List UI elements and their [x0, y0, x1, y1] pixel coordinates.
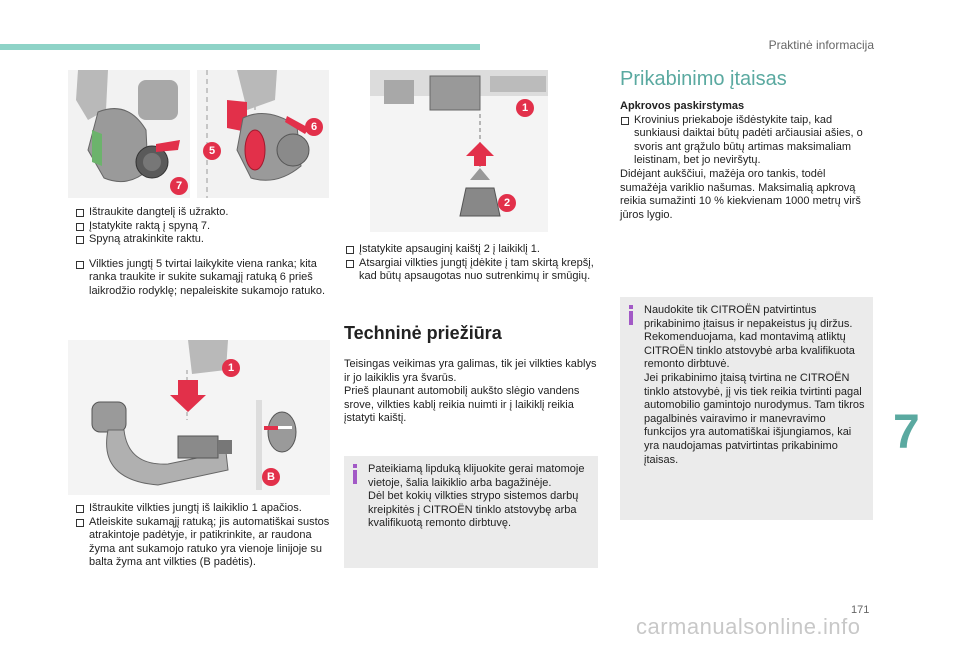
- info-box-approved-devices-text: Naudokite tik CITROËN patvirtintus prika…: [644, 304, 865, 466]
- callout-badge-1: 1: [222, 359, 240, 377]
- callout-badge-7: 7: [170, 177, 188, 195]
- callout-badge-5: 5: [203, 142, 221, 160]
- page-number: 171: [851, 604, 870, 616]
- chapter-title: Praktinė informacija: [768, 38, 874, 52]
- maintenance-heading: Techninė priežiūra: [344, 323, 502, 343]
- col1-instructions-top: Ištraukite dangtelį iš užrakto. Įstatyki…: [75, 206, 330, 299]
- figure-lock: 7: [68, 70, 190, 198]
- callout-badge-1-socket: 1: [516, 99, 534, 117]
- tow-hook-illustration: [68, 340, 330, 495]
- figure-wheel: 5 6: [197, 70, 329, 198]
- section-number: 7: [893, 406, 920, 459]
- step-remove-cap: Ištraukite dangtelį iš užrakto.: [75, 206, 330, 220]
- callout-badge-b: B: [262, 468, 280, 486]
- figure-socket: 1 2: [370, 70, 548, 232]
- altitude-text: Didėjant aukščiui, mažėja oro tankis, to…: [620, 167, 861, 221]
- figure-tow-hook: 1 B: [68, 340, 330, 495]
- socket-illustration: [370, 70, 548, 232]
- callout-badge-2: 2: [498, 194, 516, 212]
- load-distribution-subtitle: Apkrovos paskirstymas: [620, 100, 745, 112]
- watermark: carmanualsonline.info: [636, 614, 861, 639]
- col1-instructions-bottom: Ištraukite vilkties jungtį iš laikiklio …: [75, 502, 337, 570]
- header-accent-bar: [0, 44, 480, 50]
- info-box-approved-devices: Naudokite tik CITROËN patvirtintus prika…: [620, 297, 873, 520]
- info-icon: [629, 305, 633, 325]
- step-store-hook: Atsargiai vilkties jungtį įdėkite į tam …: [345, 257, 600, 284]
- info-box-sticker-text: Pateikiamą lipduką klijuokite gerai mato…: [368, 463, 585, 530]
- col2-instructions: Įstatykite apsauginį kaištį 2 į laikiklį…: [345, 243, 600, 284]
- step-insert-key: Įstatykite raktą į spyną 7.: [75, 220, 330, 234]
- info-icon: [353, 464, 357, 484]
- step-unlock: Spyną atrakinkite raktu.: [75, 233, 330, 247]
- step-insert-pin: Įstatykite apsauginį kaištį 2 į laikiklį…: [345, 243, 600, 257]
- step-pull-out-hook: Ištraukite vilkties jungtį iš laikiklio …: [75, 502, 337, 516]
- info-box-sticker: Pateikiamą lipduką klijuokite gerai mato…: [344, 456, 598, 568]
- step-hold-and-turn: Vilkties jungtį 5 tvirtai laikykite vien…: [75, 258, 330, 299]
- load-distribution-section: Apkrovos paskirstymas Krovinius priekabo…: [620, 100, 875, 222]
- towing-device-heading: Prikabinimo įtaisas: [620, 68, 787, 90]
- callout-badge-6: 6: [305, 118, 323, 136]
- lock-illustration: [68, 70, 190, 198]
- wheel-illustration: [197, 70, 329, 198]
- maintenance-text: Teisingas veikimas yra galimas, tik jei …: [344, 358, 597, 425]
- load-distribution-bullet: Krovinius priekaboje išdėstykite taip, k…: [620, 114, 875, 168]
- step-release-wheel: Atleiskite sukamąjį ratuką; jis automati…: [75, 516, 337, 570]
